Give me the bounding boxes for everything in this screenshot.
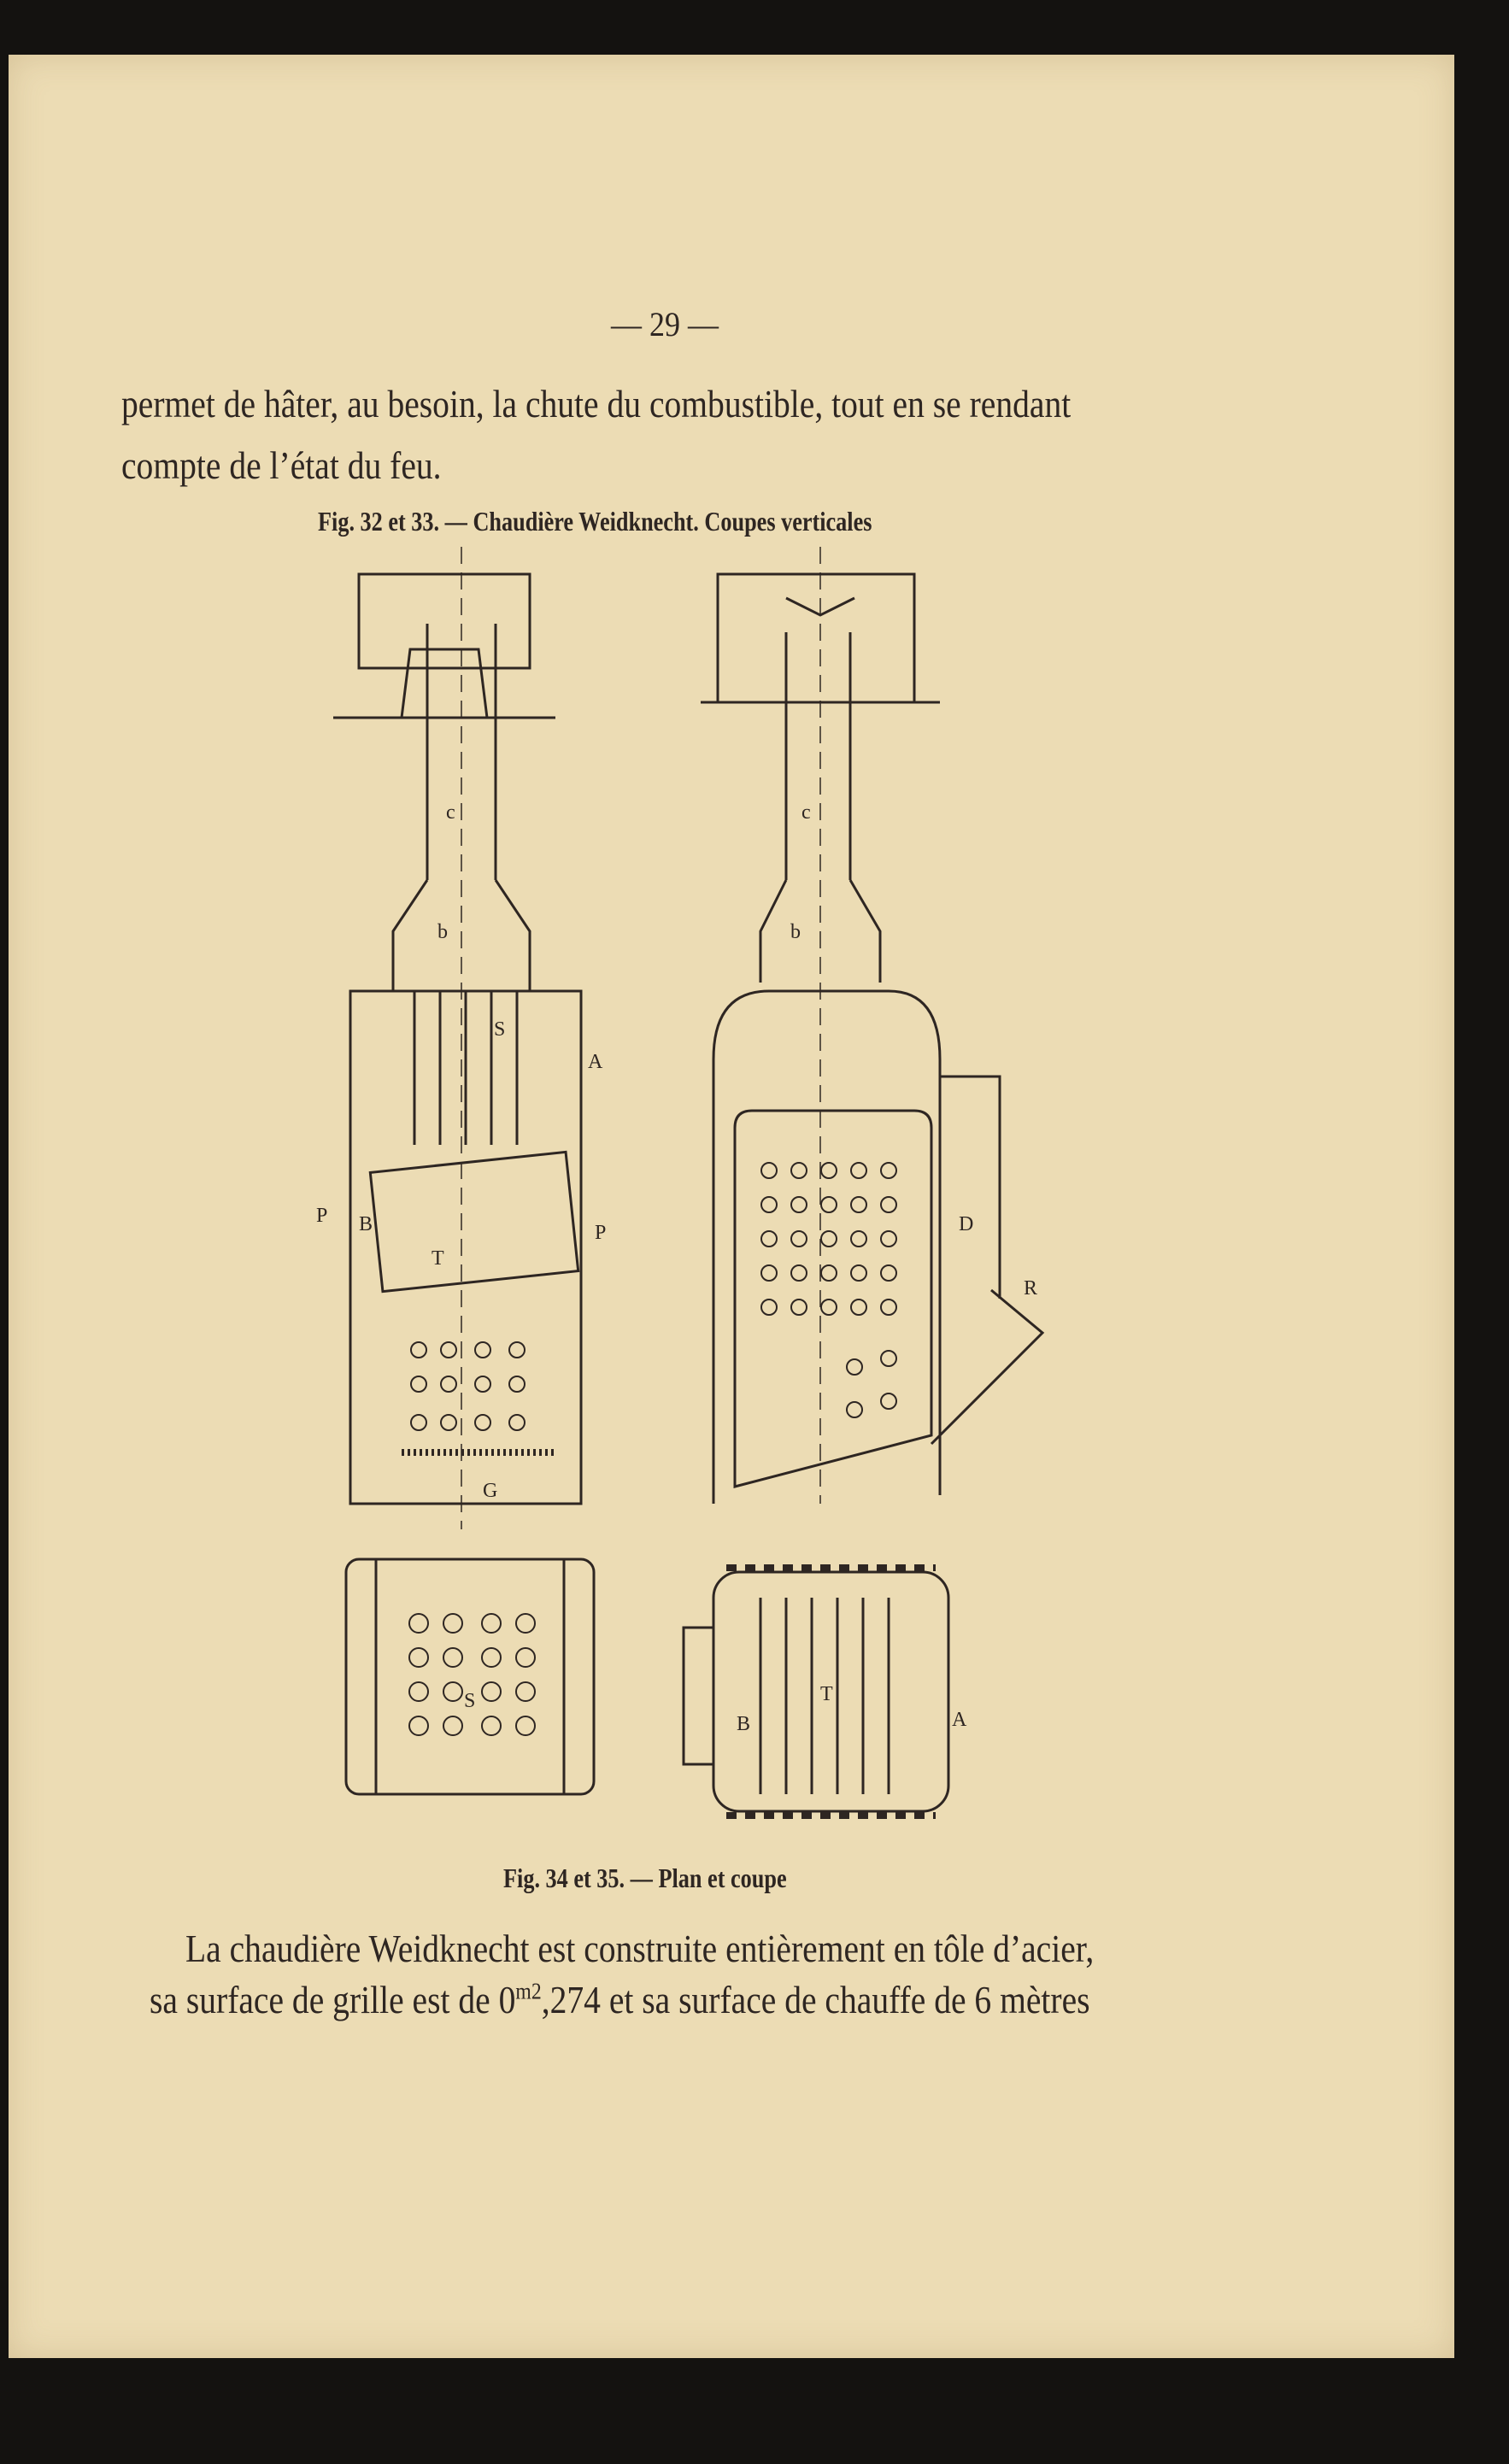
paragraph-line: permet de hâter, au besoin, la chute du … (121, 382, 1072, 425)
label-t: T (820, 1683, 833, 1705)
paragraph-line: La chaudière Weidknecht est construite e… (185, 1927, 1095, 1970)
label-r: R (1024, 1277, 1037, 1299)
label-a: A (588, 1051, 603, 1073)
boiler-vertical-section-2 (701, 547, 1045, 1504)
figure-caption: Fig. 34 et 35. — Plan et coupe (503, 1863, 787, 1893)
label-t: T (432, 1247, 444, 1270)
text-segment: ,274 et sa surface de chauffe de 6 mètre… (541, 1978, 1090, 2021)
figure-caption: Fig. 32 et 33. — Chaudière Weidknecht. C… (318, 506, 872, 537)
label-p-right: P (595, 1222, 606, 1244)
label-b: b (790, 921, 801, 943)
superscript-unit: m2 (515, 1977, 542, 2004)
paragraph-line: compte de l’état du feu. (121, 443, 442, 487)
text-segment: sa surface de grille est de 0 (150, 1978, 516, 2021)
boiler-cross-section (682, 1564, 950, 1819)
label-c: c (446, 801, 455, 824)
page-number: — 29 — (611, 305, 719, 343)
label-c: c (801, 801, 811, 824)
label-g: G (483, 1480, 497, 1502)
boiler-plan-view (344, 1558, 596, 1796)
label-a: A (952, 1709, 967, 1731)
boiler-vertical-section-1 (333, 547, 583, 1529)
label-b: b (437, 921, 448, 943)
label-s: S (464, 1690, 475, 1712)
label-d: D (959, 1213, 973, 1235)
label-b-upper: B (359, 1213, 373, 1235)
book-page (9, 55, 1454, 2358)
label-b-upper: B (737, 1713, 750, 1735)
paragraph-line: sa surface de grille est de 0m2,274 et s… (150, 1977, 1090, 2022)
label-p-left: P (316, 1205, 327, 1227)
label-s: S (494, 1018, 505, 1041)
